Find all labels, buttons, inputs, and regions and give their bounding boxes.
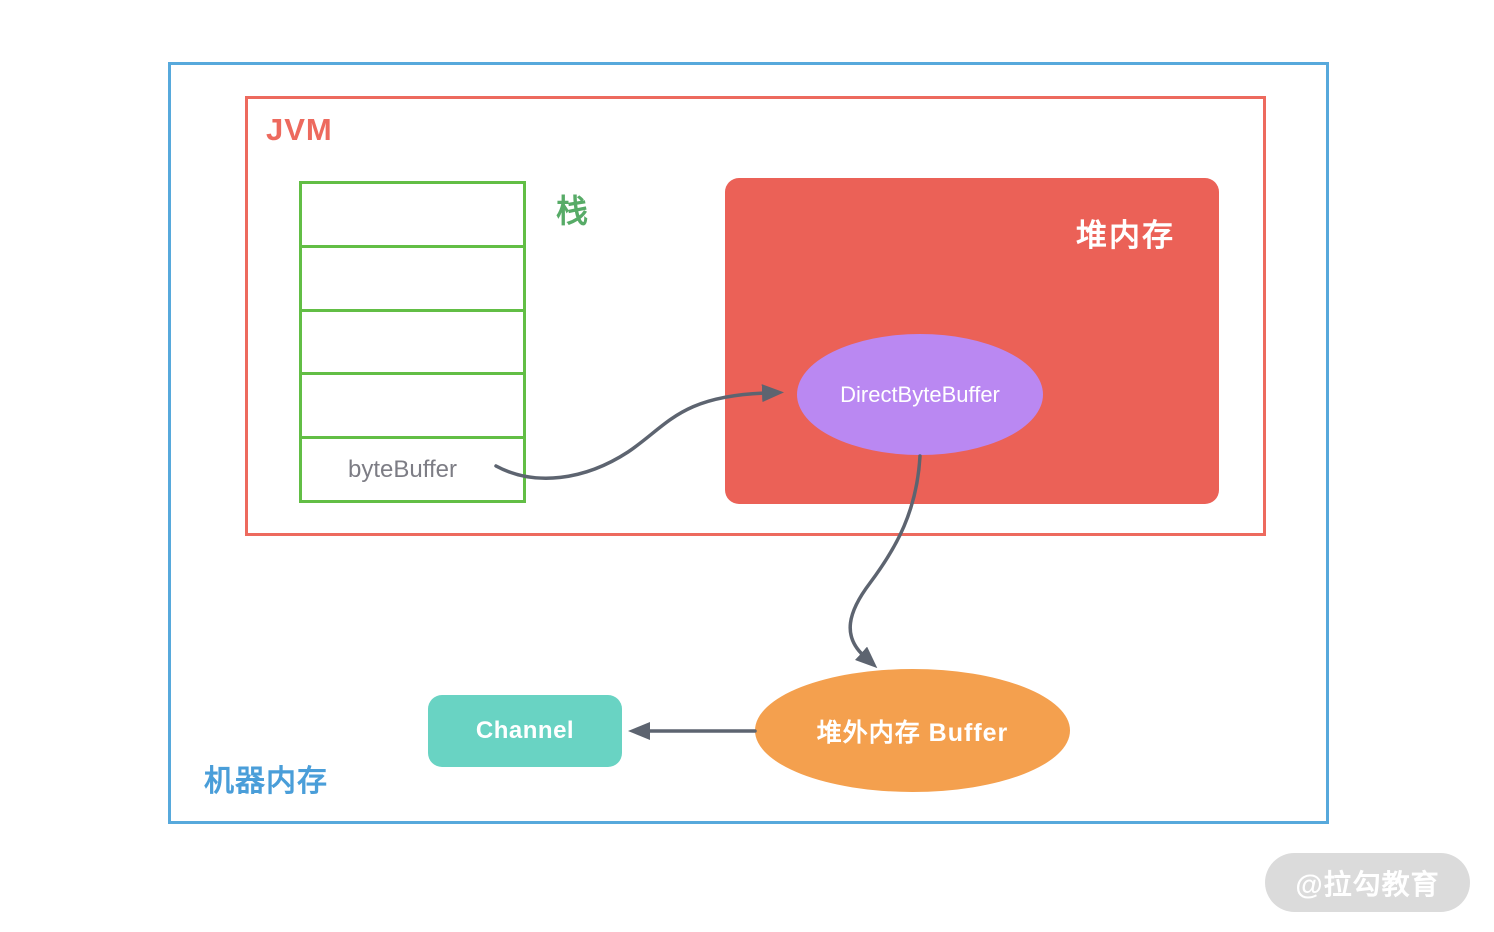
heap-memory-label: 堆内存 <box>1076 218 1175 253</box>
stack-frame-cell-bytebuffer: byteBuffer <box>299 436 526 503</box>
jvm-label: JVM <box>266 112 333 147</box>
direct-byte-buffer-label: DirectByteBuffer <box>840 381 1000 407</box>
channel-label: Channel <box>475 717 575 744</box>
machine-memory-box <box>168 62 1329 824</box>
direct-byte-buffer-ellipse: DirectByteBuffer <box>797 334 1043 455</box>
jvm-box <box>245 96 1266 536</box>
stack-frame-cell <box>299 244 526 312</box>
off-heap-buffer-label: 堆外内存 Buffer <box>816 718 1009 747</box>
stack-frame-cell <box>299 372 526 440</box>
channel-box: Channel <box>428 695 622 767</box>
watermark-label: @拉勾教育 <box>1295 868 1440 900</box>
stack-frame-cell <box>299 308 526 376</box>
machine-memory-label: 机器内存 <box>204 765 328 798</box>
off-heap-buffer-ellipse: 堆外内存 Buffer <box>755 669 1070 792</box>
stack-frames: byteBuffer <box>299 181 526 503</box>
watermark-badge: @拉勾教育 <box>1265 853 1470 912</box>
stack-label: 栈 <box>556 193 589 229</box>
stack-frame-cell <box>299 181 526 248</box>
